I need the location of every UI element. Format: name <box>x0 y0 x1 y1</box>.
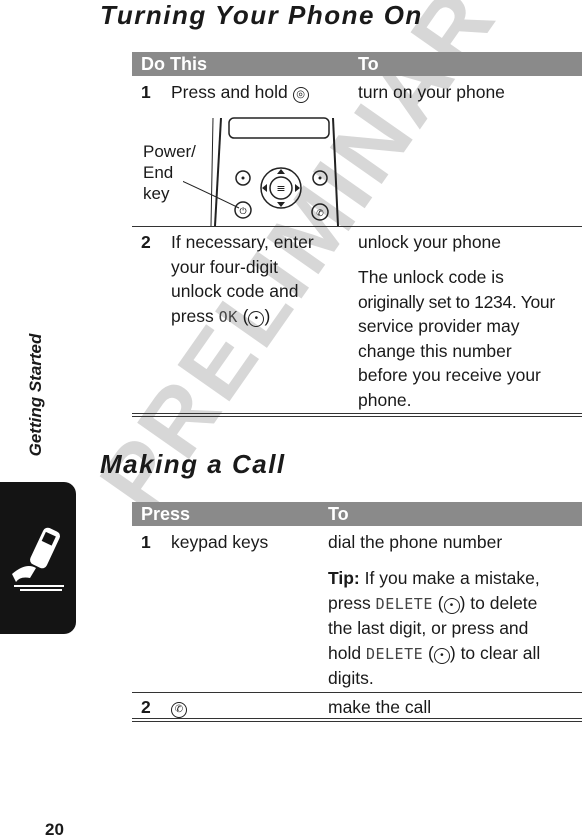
table-end-rule <box>132 413 582 417</box>
power-end-key-icon: ◎ <box>292 87 309 103</box>
step-action-text: Press and hold <box>171 82 288 102</box>
step-number: 1 <box>141 82 151 102</box>
step-result-text: make the call <box>328 697 432 717</box>
select-key-icon: • <box>248 310 265 327</box>
col-header-press: Press <box>141 504 191 524</box>
svg-text:✆: ✆ <box>316 209 324 219</box>
select-key-icon: • <box>433 647 450 664</box>
step-number: 1 <box>141 532 151 552</box>
svg-text:⏻: ⏻ <box>239 206 246 217</box>
row-divider <box>132 692 582 693</box>
send-key-icon: ✆ <box>171 702 187 718</box>
table-end-rule <box>132 718 582 722</box>
softkey-delete: DELETE <box>365 644 424 663</box>
step-number: 2 <box>141 232 151 252</box>
step-action-text: If necessary, enter your four-digit unlo… <box>171 232 314 327</box>
section-title-making-call: Making a Call <box>100 449 286 479</box>
section-tab <box>0 482 76 634</box>
side-section-label: Getting Started <box>26 333 45 457</box>
softkey-delete: DELETE <box>375 594 433 613</box>
row-divider <box>132 226 582 227</box>
key-callout-label: Power/ End key <box>143 142 196 203</box>
softkey-ok: OK <box>218 307 238 326</box>
table-header-2: Press To <box>132 502 582 526</box>
step-result-text: unlock your phone <box>358 232 502 252</box>
tip-text: Tip: If you make a mistake, press DELETE… <box>328 568 541 688</box>
phone-keypad-illustration: ≡ ⏻ ✆ <box>183 117 339 227</box>
col-header-do-this: Do This <box>141 54 207 74</box>
page-number: 20 <box>45 820 64 839</box>
table-header-1: Do This To <box>132 52 582 76</box>
col-header-to: To <box>358 54 379 74</box>
col-header-to: To <box>328 504 349 524</box>
step-result-note: The unlock code is originally set to 123… <box>358 267 555 410</box>
svg-text:≡: ≡ <box>276 182 285 195</box>
section-title-turning-on: Turning Your Phone On <box>100 0 423 30</box>
step-result-text: turn on your phone <box>358 82 505 102</box>
select-key-icon: • <box>443 597 460 614</box>
step-number: 2 <box>141 697 151 717</box>
step-result-text: dial the phone number <box>328 532 503 552</box>
step-action-text: keypad keys <box>171 532 269 552</box>
phone-call-icon <box>12 527 64 591</box>
